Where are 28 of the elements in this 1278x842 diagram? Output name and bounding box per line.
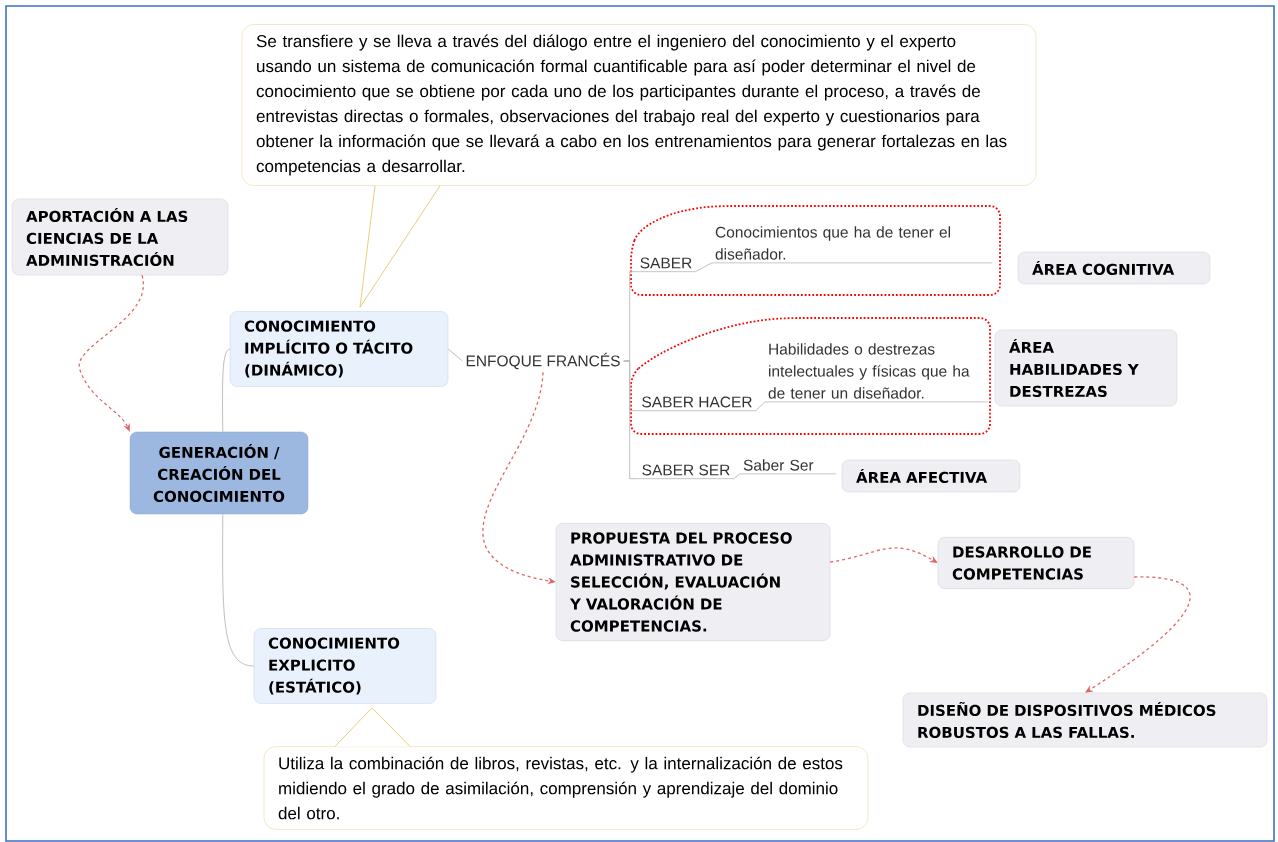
topic-box: DESARROLLO DE COMPETENCIAS: [937, 537, 1135, 589]
topic-box: ÁREA AFECTIVA: [841, 459, 1021, 493]
topic-box: PROPUESTA DEL PROCESO ADMINISTRATIVO DE SELECCIÓN, EVALUACIÓN Y VALORACIÓN DE COMPETENCIAS.: [555, 523, 831, 641]
callout-pointer: [334, 707, 411, 747]
topic-box: ÁREA COGNITIVA: [1017, 251, 1211, 285]
branch-line: [222, 348, 231, 433]
branch-label: SABER SER: [638, 464, 734, 480]
subtopic-box: CONOCIMIENTO IMPLÍCITO O TÁCITO (DINÁMICO): [229, 311, 449, 387]
callout-pointer: [359, 185, 441, 308]
branch-line: [623, 360, 639, 480]
arrow: [1085, 576, 1191, 693]
branch-line: [447, 348, 463, 362]
topic-box: APORTACIÓN A LAS CIENCIAS DE LA ADMINISTRACIÓN: [11, 198, 229, 276]
branch-text: Habilidades o destrezas intelectuales y físicas que ha de tener un diseñador.: [764, 343, 988, 403]
branch-line: [755, 401, 766, 412]
branch-label: SABER: [636, 257, 696, 273]
branch-text: ENFOQUE FRANCÉS: [466, 352, 620, 370]
arrow: [829, 547, 938, 563]
branch-line: [733, 473, 741, 480]
branch-line: [222, 513, 255, 667]
branch-label: SABER HACER: [637, 396, 757, 412]
branch-line: [695, 262, 713, 273]
topic-box: ÁREA HABILIDADES Y DESTREZAS: [994, 329, 1178, 407]
subtopic-box: CONOCIMIENTO EXPLICITO (ESTÁTICO): [253, 628, 437, 704]
branch-text: Saber Ser: [739, 459, 837, 475]
branch-text: Conocimientos que ha de tener el diseñador.: [711, 226, 993, 264]
topic-box: DISEÑO DE DISPOSITIVOS MÉDICOS ROBUSTOS A LAS FALLAS.: [902, 692, 1268, 748]
central-topic-box: GENERACIÓN / CREACIÓN DEL CONOCIMIENTO: [129, 431, 309, 515]
